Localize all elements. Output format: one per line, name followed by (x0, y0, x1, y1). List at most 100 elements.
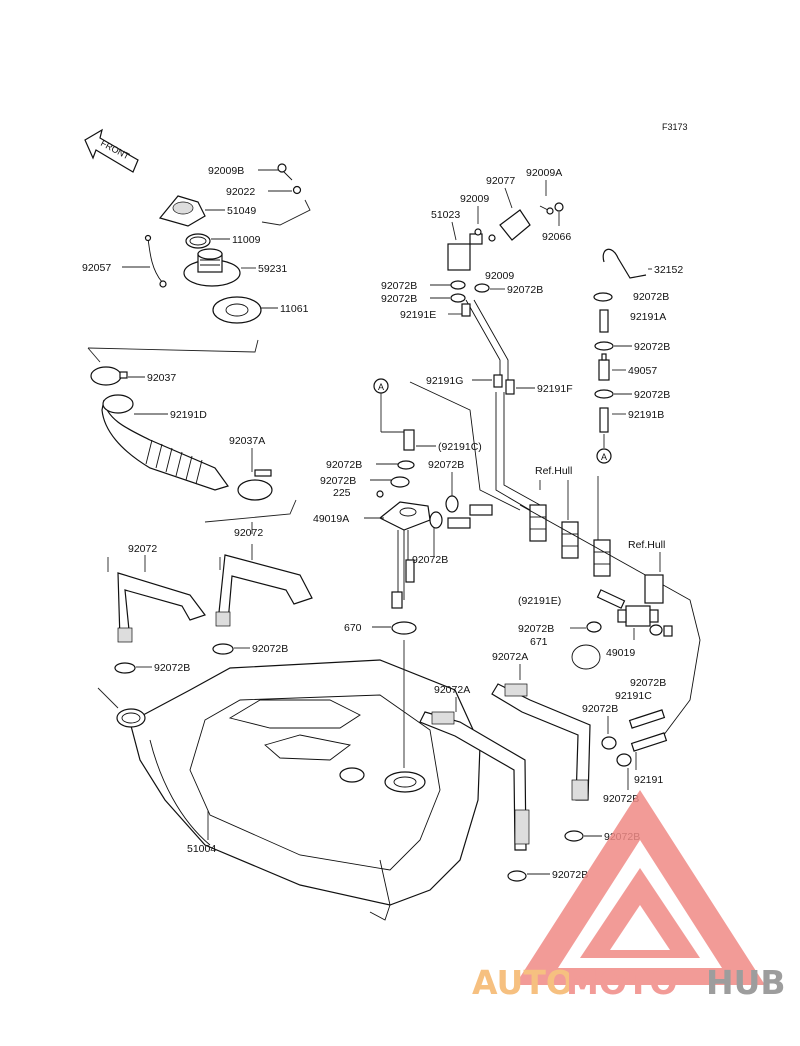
clamp-92072b-i-icon (429, 511, 443, 529)
label-49057: 49057 (628, 365, 657, 377)
clamp-92072b-q-icon (564, 830, 584, 842)
fuel-filter-49019-icon (617, 605, 659, 627)
filler-hose-92191d-icon (101, 394, 229, 491)
clamp-92072b-f-icon (397, 460, 415, 470)
clamp-92072b-m-icon (586, 621, 602, 633)
hose-joint-2-icon (469, 504, 493, 516)
label-92072-left: 92072 (128, 543, 157, 555)
label-11009: 11009 (232, 234, 261, 246)
label-92191e: 92191E (400, 309, 436, 321)
clamp-92072b-h-icon (390, 476, 410, 488)
hose-joint-icon (447, 517, 471, 529)
label-92072b-r: 92072B (552, 869, 588, 881)
joint-92191g-icon (493, 374, 503, 388)
nut-92066-icon (554, 202, 564, 212)
tank-band-92072-right-icon (215, 554, 313, 627)
label-11061: 11061 (280, 303, 309, 315)
label-51023: 51023 (431, 209, 460, 221)
tank-band-92072-left-icon (117, 572, 206, 643)
valve-51023-icon (447, 228, 496, 271)
label-92191a: 92191A (630, 311, 666, 323)
label-92009b: 92009B (208, 165, 244, 177)
gasket-670-icon (391, 621, 417, 635)
label-92191c: 92191C (615, 690, 652, 702)
clamp-92072b-o-icon (601, 736, 617, 750)
label-92022: 92022 (226, 186, 255, 198)
filler-cap-51049-icon (158, 195, 206, 227)
label-59231: 59231 (258, 263, 287, 275)
fuel-gauge-sender-49019a-icon (376, 490, 431, 609)
bracket-92077-icon (499, 209, 531, 241)
clamp-92072b-e-icon (474, 283, 490, 293)
label-92072b-h: 92072B (320, 475, 356, 487)
label-92072a-b: 92072A (434, 684, 470, 696)
clamp-92072b-g-icon (445, 495, 459, 513)
hose-92191b-icon (599, 407, 609, 433)
label-92072b-d: 92072B (381, 293, 417, 305)
hose-92191c-icon (628, 709, 666, 729)
filler-neck-59231-icon (183, 248, 241, 287)
label-670: 670 (344, 622, 362, 634)
label-92072b-j: 92072B (633, 291, 669, 303)
strap-92057-icon (144, 234, 167, 288)
watermark-auto: AUTO (472, 963, 574, 1002)
label-92057: 92057 (82, 262, 111, 274)
label-92191g: 92191G (426, 375, 463, 387)
label-92072b-k: 92072B (634, 341, 670, 353)
clamp-92072b-p-icon (616, 753, 632, 767)
marker-a-top-label: A (378, 382, 384, 392)
label-92072b-o: 92072B (582, 703, 618, 715)
label-225: 225 (333, 487, 351, 499)
hose-bracket-2-icon (561, 521, 579, 559)
watermark-moto: MOTO (566, 963, 677, 1002)
label-92072b-l: 92072B (634, 389, 670, 401)
label-92077: 92077 (486, 175, 515, 187)
marker-a-right (596, 448, 612, 464)
clamp-92037-icon (90, 366, 128, 386)
clamp-92072b-r-icon (507, 870, 527, 882)
washer-92022-icon (292, 185, 302, 195)
clamp-92072b-l-icon (594, 389, 614, 399)
label-92191b: 92191B (628, 409, 664, 421)
label-92191c-paren: (92191C) (438, 441, 482, 453)
figure-code: F3173 (662, 122, 688, 132)
fuel-tank-51004-icon (116, 659, 481, 921)
label-92191e-paren: (92191E) (518, 595, 561, 607)
label-92191d: 92191D (170, 409, 207, 421)
label-92072b-b: 92072B (154, 662, 190, 674)
label-32152: 32152 (654, 264, 683, 276)
hose-bracket-1-icon (529, 504, 547, 542)
strap-92072a-rear-icon (491, 683, 591, 801)
label-671: 671 (530, 636, 548, 648)
label-92072b-a: 92072B (252, 643, 288, 655)
hose-92191e-paren-icon (596, 589, 626, 609)
joint-92191f-icon (505, 379, 515, 395)
label-92009a: 92009A (526, 167, 562, 179)
label-92072b-i: 92072B (412, 554, 448, 566)
label-92009-a: 92009 (460, 193, 489, 205)
label-92009-b: 92009 (485, 270, 514, 282)
clamp-92072b-b-icon (114, 662, 136, 674)
label-92037a: 92037A (229, 435, 265, 447)
marker-a-right-label: A (601, 452, 607, 462)
clamp-right-icon (649, 624, 663, 636)
label-92066: 92066 (542, 231, 571, 243)
bolt-92009b-icon (277, 163, 293, 181)
label-92072b-f: 92072B (326, 459, 362, 471)
clamp-92072b-c-icon (450, 280, 466, 290)
label-51004: 51004 (187, 843, 216, 855)
label-51049: 51049 (227, 205, 256, 217)
front-arrow-icon: FRONT (84, 128, 139, 173)
clamp-92072b-j-icon (593, 292, 613, 302)
clamp-92037a-icon (237, 469, 273, 501)
label-92072b-n: 92072B (630, 677, 666, 689)
o-ring-11009-icon (185, 233, 211, 249)
clamp-92072b-k-icon (594, 341, 614, 351)
o-ring-671-icon (571, 644, 601, 670)
label-92072b-e: 92072B (507, 284, 543, 296)
screw-92009a-icon (539, 205, 554, 215)
clamp-92072b-d-icon (450, 293, 466, 303)
label-92072a-a: 92072A (492, 651, 528, 663)
ref-hull-b: Ref.Hull (628, 539, 665, 551)
